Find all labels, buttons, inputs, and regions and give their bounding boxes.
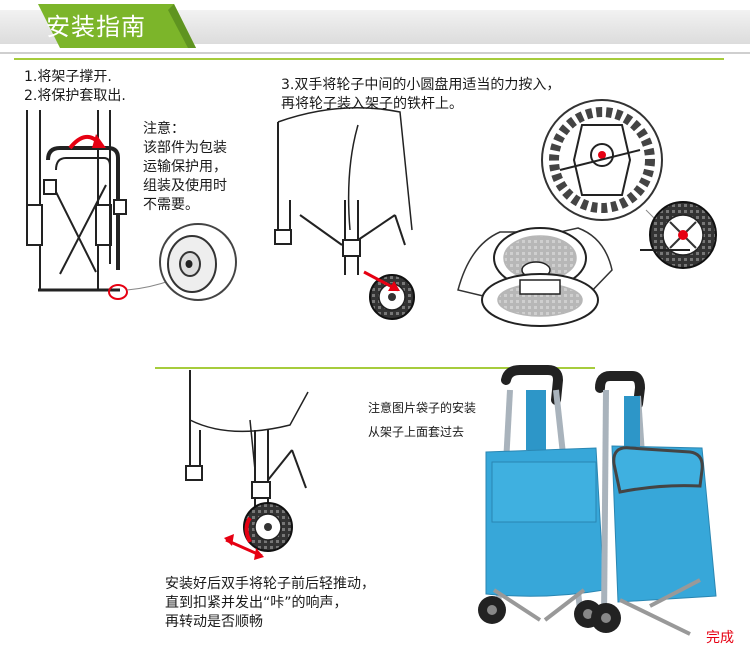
final-line-1: 安装好后双手将轮子前后轻推动， bbox=[165, 576, 375, 592]
step-3-line-2: 再将轮子装入架子的铁杆上。 bbox=[281, 96, 463, 112]
wheel-right bbox=[649, 201, 717, 269]
disc-closeup bbox=[541, 99, 663, 221]
push-arrow-red bbox=[244, 516, 252, 543]
header-underline bbox=[0, 52, 750, 54]
section-divider-middle bbox=[155, 367, 595, 369]
trolley-front-photo bbox=[478, 365, 605, 628]
final-line-2: 直到扣紧并发出“咔”的响声， bbox=[165, 595, 348, 611]
section-divider-top bbox=[14, 58, 724, 60]
bag-note-line-1: 注意图片袋子的安装 bbox=[368, 401, 477, 415]
wheel-left bbox=[369, 274, 415, 320]
step-1-text: 1.将架子撑开. bbox=[24, 69, 112, 85]
header-tab-shape bbox=[38, 4, 196, 48]
push-arrow-head-right bbox=[254, 548, 264, 560]
note-line-4: 组装及使用时 bbox=[143, 178, 227, 194]
step-2-text: 2.将保护套取出. bbox=[24, 88, 126, 104]
protective-cap-closeup bbox=[159, 223, 237, 301]
push-arrow-head-left bbox=[224, 534, 234, 546]
done-label: 完成 bbox=[706, 630, 734, 646]
bag-note-line-2: 从架子上面套过去 bbox=[368, 425, 465, 439]
push-check-illustration bbox=[185, 370, 309, 510]
hands-pressing-illustration bbox=[457, 227, 613, 327]
note-line-3: 运输保护用， bbox=[143, 159, 227, 175]
step-3-instructions: 3.双手将轮子中间的小圆盘用适当的力按入， 再将轮子装入架子的铁杆上。 bbox=[281, 76, 560, 114]
page-title: 安装指南 bbox=[46, 13, 146, 41]
note-line-2: 该部件为包装 bbox=[143, 140, 227, 156]
frame-wheel-illustration bbox=[274, 107, 413, 275]
final-check-instructions: 安装好后双手将轮子前后轻推动， 直到扣紧并发出“咔”的响声， 再转动是否顺畅 bbox=[165, 575, 375, 632]
insert-arrow-head bbox=[388, 281, 400, 291]
packaging-note: 注意： 该部件为包装 运输保护用， 组装及使用时 不需要。 bbox=[143, 120, 227, 215]
step-1-2-instructions: 1.将架子撑开. 2.将保护套取出. bbox=[24, 68, 126, 106]
trolley-angled-photo bbox=[591, 371, 717, 636]
frame-unfold-illustration bbox=[26, 110, 127, 292]
cap-location-marker bbox=[108, 284, 128, 300]
final-line-3: 再转动是否顺畅 bbox=[165, 614, 263, 630]
bag-install-note: 注意图片袋子的安装 从架子上面套过去 bbox=[368, 396, 476, 444]
rotate-arrow-head bbox=[92, 134, 106, 148]
wheel-bottom bbox=[243, 502, 293, 552]
step-3-line-1: 3.双手将轮子中间的小圆盘用适当的力按入， bbox=[281, 77, 561, 93]
note-line-5: 不需要。 bbox=[143, 197, 199, 213]
note-line-1: 注意： bbox=[143, 121, 185, 137]
